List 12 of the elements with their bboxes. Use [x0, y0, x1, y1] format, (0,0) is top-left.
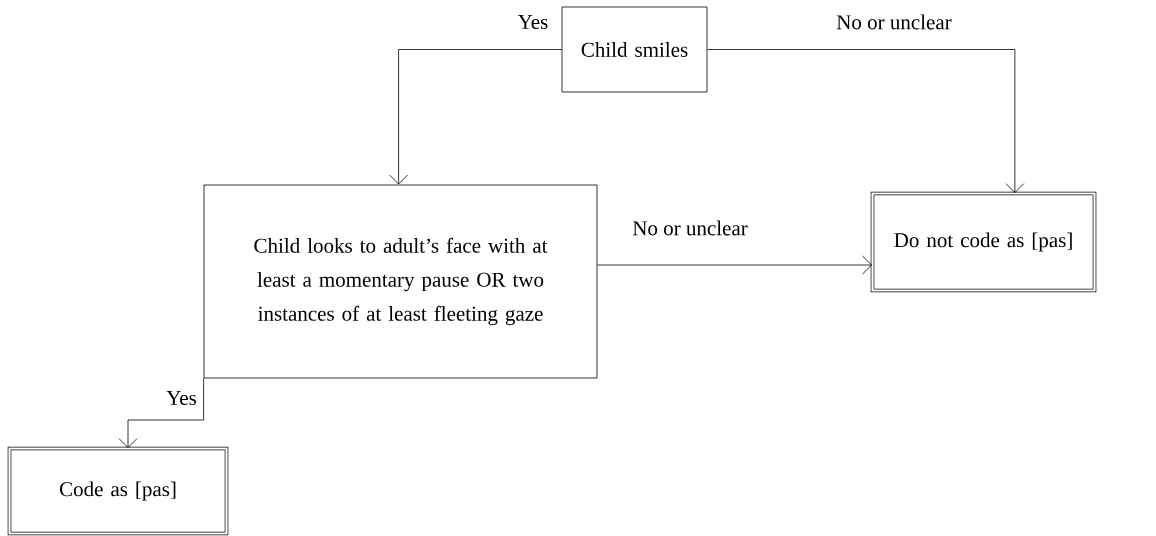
edge-label: No or unclear [632, 220, 748, 236]
decision-box: Child smiles [561, 6, 708, 93]
arrow [389, 49, 562, 185]
arrow [707, 49, 1025, 193]
edge-label: Yes [517, 15, 548, 29]
outcome-box: Do not code as [pas] [870, 191, 1097, 293]
edge-label: Yes [166, 391, 197, 405]
arrow [597, 255, 872, 275]
arrow [118, 378, 204, 448]
decision-box: Child looks to adult’s face with at least a momentary pause OR two instances of at least fleeting gaze [203, 184, 598, 379]
edge-label: No or unclear [836, 14, 952, 30]
outcome-box: Code as [pas] [7, 446, 229, 536]
